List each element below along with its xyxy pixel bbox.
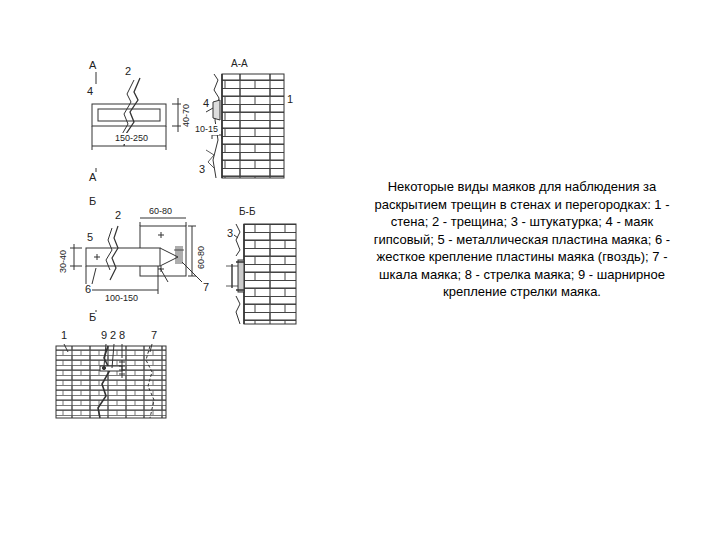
dimension: 40-70 [181, 103, 192, 128]
section-label: Б [88, 196, 97, 207]
callout-number: 5 [86, 232, 94, 243]
dimension: 60-80 [148, 206, 173, 217]
metal-plate-beacon-plan [70, 218, 202, 294]
dimension: 60-80 [196, 245, 207, 270]
callout-number: 3 [226, 228, 234, 239]
section-label: А [88, 172, 97, 183]
gypsum-beacon-plan [92, 78, 182, 150]
callout-number: 1 [60, 330, 68, 341]
section-label: А-А [230, 58, 249, 69]
wall-elevation [56, 344, 166, 418]
section-b-b [226, 224, 296, 324]
callout-number: 4 [202, 98, 210, 109]
callout-number: 8 [118, 330, 126, 341]
callout-number: 2 [124, 66, 132, 77]
dimension: 30-40 [58, 249, 69, 274]
callout-number: 7 [202, 282, 210, 293]
callout-number: 2 [109, 330, 117, 341]
section-label: Б-Б [238, 206, 256, 217]
section-label: А [88, 60, 97, 71]
dimension: 150-250 [114, 133, 149, 144]
section-label: Б [88, 312, 97, 323]
dimension: 10-15 [194, 124, 219, 135]
callout-number: 7 [150, 330, 158, 341]
callout-number: 9 [100, 330, 108, 341]
callout-number: 4 [86, 86, 94, 97]
callout-number: 6 [84, 284, 92, 295]
caption: Некоторые виды маяков для наблюдения за … [372, 178, 672, 301]
dimension: 100-150 [104, 293, 139, 304]
callout-number: 3 [198, 164, 206, 175]
callout-number: 1 [286, 94, 294, 105]
callout-number: 2 [114, 210, 122, 221]
